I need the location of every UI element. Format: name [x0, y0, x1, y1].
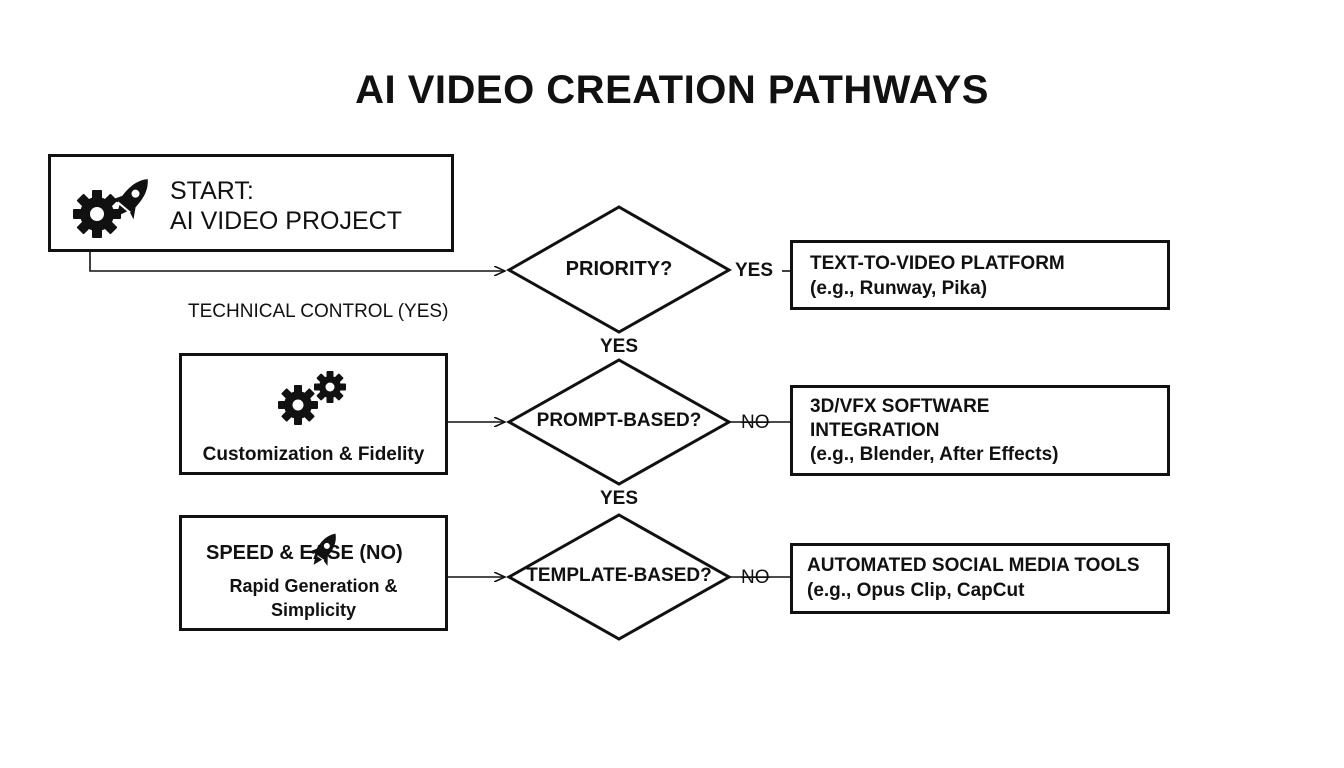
edge-label-template-no: NO [741, 567, 770, 588]
start-label-line2: AI VIDEO PROJECT [170, 207, 402, 235]
customization-box: Customization & Fidelity [179, 353, 448, 475]
technical-control-label: TECHNICAL CONTROL (YES) [188, 301, 449, 322]
customization-label: Customization & Fidelity [202, 444, 425, 465]
speed-ease-line2: Simplicity [270, 600, 357, 620]
outcome-vfx-line2: INTEGRATION [810, 420, 940, 441]
speed-ease-line1: Rapid Generation & [229, 576, 398, 596]
start-label-line1: START: [170, 177, 254, 205]
edge-label-prompt-no: NO [741, 412, 770, 433]
edge-label-priority-yes-down: YES [599, 336, 639, 357]
speed-ease-heading: SPEED & EASE (NO) [206, 542, 403, 564]
decision-prompt-label: PROMPT-BASED? [536, 410, 702, 431]
edge-label-prompt-yes-down: YES [599, 488, 639, 509]
outcome-social-box: AUTOMATED SOCIAL MEDIA TOOLS (e.g., Opus… [790, 543, 1170, 614]
decision-priority-diamond [505, 205, 733, 334]
outcome-vfx-line3: (e.g., Blender, After Effects) [810, 444, 1059, 465]
connector-start-priority [89, 250, 505, 271]
outcome-text-to-video-line1: TEXT-TO-VIDEO PLATFORM [810, 253, 1065, 274]
decision-template-diamond [505, 513, 733, 641]
outcome-vfx-box: 3D/VFX SOFTWARE INTEGRATION (e.g., Blend… [790, 385, 1170, 476]
outcome-text-to-video-box: TEXT-TO-VIDEO PLATFORM (e.g., Runway, Pi… [790, 240, 1170, 310]
diagram-title: AI VIDEO CREATION PATHWAYS [355, 68, 989, 112]
rocket-icon [307, 533, 336, 566]
edge-label-priority-yes-right: YES [735, 260, 777, 282]
decision-priority-label: PRIORITY? [565, 258, 673, 280]
decision-prompt-diamond [505, 358, 733, 486]
outcome-social-line1: AUTOMATED SOCIAL MEDIA TOOLS [807, 555, 1140, 576]
gear-icon [73, 190, 121, 238]
rocket-icon [110, 179, 148, 220]
gears-icon [278, 371, 346, 425]
outcome-vfx-line1: 3D/VFX SOFTWARE [810, 396, 990, 417]
start-box: START: AI VIDEO PROJECT [48, 154, 454, 252]
speed-ease-box: SPEED & EASE (NO) Rapid Generation & Sim… [179, 515, 448, 631]
outcome-social-line2: (e.g., Opus Clip, CapCut [807, 580, 1025, 601]
outcome-text-to-video-line2: (e.g., Runway, Pika) [810, 278, 988, 299]
decision-template-label: TEMPLATE-BASED? [526, 565, 712, 586]
